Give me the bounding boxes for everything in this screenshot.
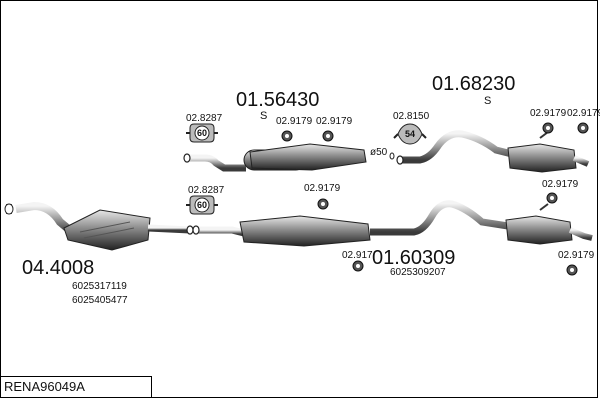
rear-silencer-number: 01.68230 <box>432 73 515 95</box>
middle-silencer <box>192 200 593 247</box>
diameter-label: ø50 <box>370 147 388 158</box>
catalyst-number: 04.4008 <box>22 257 94 279</box>
clamp-top-label: 02.8287 <box>186 113 223 124</box>
ring-8150-label: 02.8150 <box>393 111 430 122</box>
rubber-label-5: 02.9179 <box>542 179 579 190</box>
middle-silencer-oe: 6025309207 <box>390 267 446 278</box>
clamp-icon-top <box>186 123 218 143</box>
reference-code: RENA96049A <box>0 376 152 398</box>
rubber-label-1: 02.9179 <box>276 116 313 127</box>
front-silencer-top <box>183 143 395 172</box>
rubber-label-4: 02.9179 <box>567 108 600 119</box>
front-silencer-suffix: S <box>260 110 267 122</box>
rubber-label-8: 02.917 <box>342 250 373 261</box>
catalyst-oe-1: 6025317119 <box>72 281 127 292</box>
rear-silencer-suffix: S <box>484 95 491 107</box>
rubber-hanger-icon <box>281 122 589 276</box>
catalyst <box>4 201 194 251</box>
clamp-mid-badge: 60 <box>197 200 207 210</box>
catalyst-oe-2: 6025405477 <box>72 295 128 306</box>
ring-icon-8150 <box>393 123 427 145</box>
rubber-label-3: 02.9179 <box>530 108 567 119</box>
rubber-label-6: 02.9179 <box>304 183 341 194</box>
ring-8150-badge: 54 <box>405 129 415 139</box>
rubber-label-7: 02.9179 <box>558 250 595 261</box>
clamp-mid-label: 02.8287 <box>188 185 225 196</box>
clamp-icon-mid <box>186 195 218 215</box>
middle-silencer-number: 01.60309 <box>372 247 455 269</box>
rubber-label-2: 02.9179 <box>316 116 353 127</box>
rear-silencer-top <box>396 130 590 173</box>
front-silencer-number: 01.56430 <box>236 89 319 111</box>
clamp-top-badge: 60 <box>197 128 207 138</box>
